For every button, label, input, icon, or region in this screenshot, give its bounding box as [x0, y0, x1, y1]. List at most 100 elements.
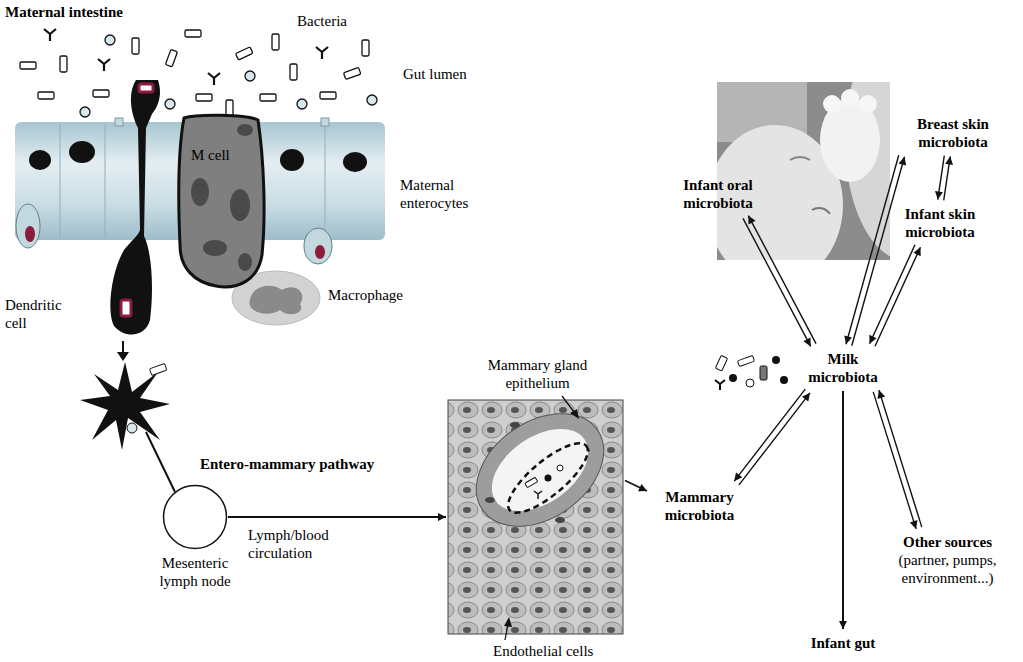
- part-label: Gut lumen: [403, 65, 467, 83]
- double-arrow: [844, 155, 906, 346]
- node-text: Infant skin microbiota: [890, 205, 990, 241]
- bacteria: [245, 71, 255, 81]
- connector-line: [146, 432, 175, 492]
- epithelial-cells: [16, 204, 40, 248]
- m-cell: [238, 253, 252, 271]
- micrograph: [510, 422, 520, 428]
- section-heading: Maternal intestine: [5, 3, 123, 21]
- connector-line: [625, 481, 647, 491]
- infant-photo: [790, 157, 810, 160]
- part-label: Macrophage: [328, 286, 403, 304]
- epithelium: [60, 124, 61, 238]
- infant-photo: [859, 95, 877, 113]
- text-holder: Entero-mammary pathway: [200, 455, 374, 473]
- antibody-shapes: [44, 29, 56, 41]
- node-text: Mammary microbiota: [652, 488, 747, 524]
- text-holder: Mammary gland epithelium: [470, 356, 605, 392]
- microbiota-node: Milk microbiota: [798, 350, 888, 386]
- text-holder: Endothelial cells: [493, 642, 623, 660]
- bacteria: [343, 67, 360, 79]
- connector-line: [875, 247, 920, 346]
- milk-bacteria: [780, 376, 788, 384]
- micrograph: [477, 412, 603, 528]
- text-holder: M cell: [191, 146, 230, 164]
- dendritic-cell: [139, 84, 153, 92]
- connector-line: [146, 432, 175, 492]
- text-holder: Macrophage: [328, 286, 403, 304]
- node-text: Milk microbiota: [798, 350, 888, 386]
- m-cell: [191, 178, 209, 206]
- lymph-node-circle: [164, 486, 227, 549]
- m-cell: [203, 240, 227, 256]
- infant-photo: [841, 89, 859, 107]
- bacteria: [165, 49, 177, 66]
- leader-arrow: [504, 617, 512, 627]
- arrowhead: [877, 390, 885, 399]
- infant-photo: [823, 95, 841, 113]
- part-label: Maternal enterocytes: [400, 176, 505, 212]
- microbiota-node: Infant oral microbiota: [668, 176, 768, 212]
- arrowhead: [803, 337, 810, 346]
- antibody-shapes: [208, 73, 220, 85]
- migration-arrow: [117, 341, 129, 361]
- dendritic-cell: [80, 362, 170, 450]
- arrowhead: [945, 156, 953, 164]
- bacteria: [320, 92, 336, 99]
- text-holder: Maternal intestine: [5, 3, 123, 21]
- milk-bacteria: [715, 380, 725, 390]
- bacteria: [362, 40, 369, 56]
- micrograph: [555, 517, 565, 523]
- node-text: Other sources: [880, 533, 1015, 551]
- double-arrow: [869, 245, 920, 347]
- text-holder: Dendritic cell: [5, 296, 75, 332]
- microbiota-node: Infant skin microbiota: [890, 205, 990, 241]
- double-arrow: [734, 389, 810, 485]
- connector-line: [852, 157, 905, 346]
- dendritic-cell: [110, 80, 160, 335]
- bacteria: [20, 62, 36, 69]
- micrograph: [448, 391, 625, 634]
- epithelial-cells: [304, 228, 332, 264]
- edge-label: Lymph/blood circulation: [248, 526, 363, 562]
- epithelial-cells: [16, 204, 332, 264]
- antibody-shapes: [98, 59, 110, 71]
- arrowhead: [748, 216, 755, 225]
- micrograph: [485, 497, 495, 503]
- infant-photo: [717, 82, 890, 260]
- node-text: Infant oral microbiota: [668, 176, 768, 212]
- arrowhead: [438, 513, 446, 521]
- target-node: Infant gut: [793, 634, 893, 652]
- micrograph: [455, 391, 625, 550]
- milk-bacteria: [715, 355, 788, 390]
- bacteria: [132, 38, 139, 54]
- arrowhead: [844, 335, 852, 344]
- milk-bacteria: [715, 355, 727, 371]
- m-cell: [179, 115, 264, 287]
- micrograph: [499, 433, 597, 523]
- connector-line: [879, 390, 922, 527]
- arrowhead: [869, 335, 876, 344]
- part-label: Bacteria: [297, 12, 347, 30]
- arrowhead: [898, 157, 906, 166]
- milk-bacteria: [737, 355, 754, 366]
- bacteria: [196, 94, 212, 101]
- leader-arrow: [504, 396, 579, 640]
- text-holder: Lymph/blood circulation: [248, 526, 363, 562]
- macrophage: [250, 286, 303, 315]
- arrowhead: [734, 472, 742, 481]
- node-text: Mesenteric lymph node: [147, 554, 243, 590]
- connector-line: [734, 389, 805, 481]
- arrowhead: [910, 520, 918, 529]
- part-label: M cell: [191, 146, 230, 164]
- bacteria: [165, 99, 175, 109]
- micrograph-panel: Mammary gland epitheliumEndothelial cell…: [448, 400, 623, 634]
- epithelium: [115, 118, 123, 126]
- milk-bacteria: [729, 374, 737, 382]
- bacteria: [226, 100, 233, 116]
- arrow: [839, 391, 847, 629]
- bacteria: [235, 47, 252, 60]
- connector-line: [743, 218, 811, 346]
- dendritic-cell: [80, 362, 170, 450]
